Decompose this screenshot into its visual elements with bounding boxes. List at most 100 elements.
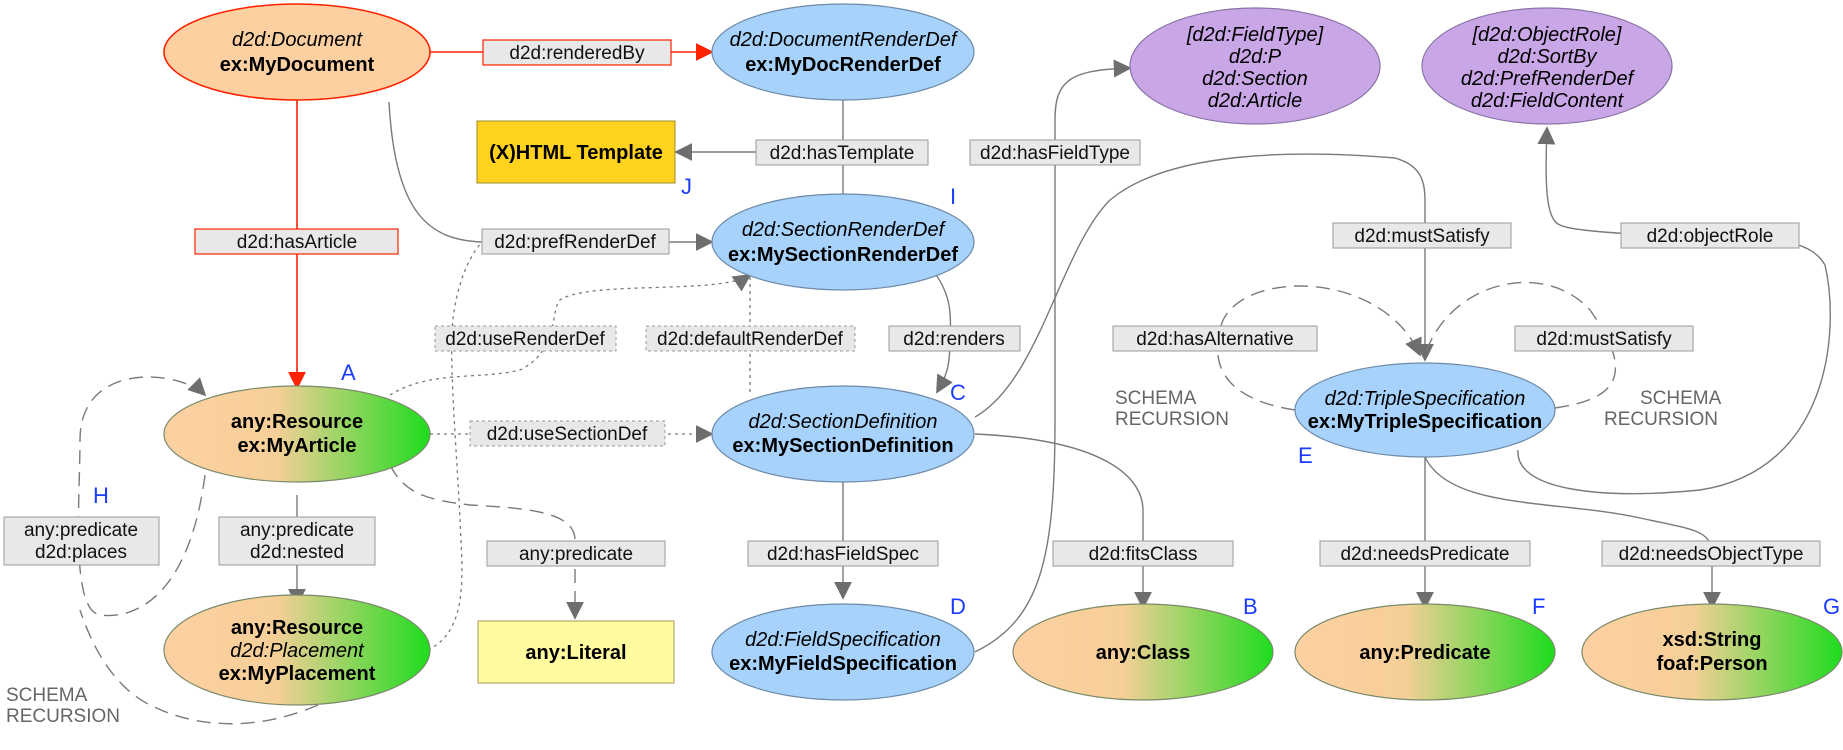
node-mydocument-name: ex:MyDocument: [220, 54, 375, 76]
label-fitsclass-text: d2d:fitsClass: [1089, 544, 1198, 565]
node-mydocrenderdef[interactable]: d2d:DocumentRenderDef ex:MyDocRenderDef: [711, 3, 975, 101]
label-hasalternative[interactable]: d2d:hasAlternative: [1112, 325, 1318, 352]
node-mysectionrenderdef-type: d2d:SectionRenderDef: [742, 219, 947, 241]
label-usesectiondef-text: d2d:useSectionDef: [487, 424, 648, 445]
schema-recursion-left-line1: SCHEMA: [1115, 388, 1197, 409]
label-nested-line2: d2d:nested: [250, 542, 344, 563]
label-hasarticle-text: d2d:hasArticle: [237, 232, 357, 253]
node-literal[interactable]: any:Literal: [477, 620, 675, 684]
node-anyclass[interactable]: any:Class: [1012, 603, 1274, 701]
edge-userenderdef-line: [389, 274, 752, 396]
label-nested[interactable]: any:predicate d2d:nested: [218, 516, 376, 566]
label-mustsatisfy-right[interactable]: d2d:mustSatisfy: [1514, 325, 1694, 352]
letter-b: B: [1243, 594, 1258, 619]
node-mydocument[interactable]: d2d:Document ex:MyDocument: [163, 3, 431, 101]
label-renders[interactable]: d2d:renders: [888, 325, 1021, 352]
label-objectrole-text: d2d:objectRole: [1647, 226, 1774, 247]
node-myfieldspec[interactable]: d2d:FieldSpecification ex:MyFieldSpecifi…: [711, 603, 975, 701]
edge-mustsatisfy-top-line: [974, 153, 1434, 418]
label-defaultrenderdef[interactable]: d2d:defaultRenderDef: [645, 325, 856, 352]
letter-a: A: [341, 360, 356, 385]
label-hasfieldtype[interactable]: d2d:hasFieldType: [969, 139, 1141, 166]
node-objectrole-line2: d2d:SortBy: [1498, 46, 1598, 68]
label-places-line2: d2d:places: [35, 542, 127, 563]
node-mysectiondefinition-type: d2d:SectionDefinition: [748, 411, 937, 433]
label-prefrenderdef[interactable]: d2d:prefRenderDef: [481, 228, 670, 255]
label-usesectiondef[interactable]: d2d:useSectionDef: [469, 420, 666, 447]
label-mustsatisfy-top-text: d2d:mustSatisfy: [1354, 226, 1490, 247]
label-hasarticle[interactable]: d2d:hasArticle: [194, 228, 399, 255]
node-objectrole-line4: d2d:FieldContent: [1471, 90, 1625, 112]
label-places[interactable]: any:predicate d2d:places: [3, 516, 160, 566]
edge-fitsclass-line: [974, 433, 1152, 610]
label-needspredicate-text: d2d:needsPredicate: [1340, 544, 1509, 565]
node-mytriplespec[interactable]: d2d:TripleSpecification ex:MyTripleSpeci…: [1294, 362, 1556, 458]
node-myplacement-subtype: d2d:Placement: [230, 640, 365, 662]
node-fieldtype[interactable]: [d2d:FieldType] d2d:P d2d:Section d2d:Ar…: [1129, 7, 1381, 125]
schema-recursion-right-line2: RECURSION: [1604, 409, 1718, 430]
node-mytriplespec-type: d2d:TripleSpecification: [1325, 388, 1526, 410]
edge-mustsatisfy-right-line: [1424, 281, 1617, 409]
schema-recursion-left-line2: RECURSION: [1115, 409, 1229, 430]
node-template[interactable]: (X)HTML Template: [476, 120, 676, 184]
label-hastemplate-text: d2d:hasTemplate: [770, 143, 915, 164]
node-template-label: (X)HTML Template: [489, 142, 663, 164]
node-objecttype-line2: foaf:Person: [1656, 653, 1767, 675]
node-mydocrenderdef-type: d2d:DocumentRenderDef: [730, 29, 959, 51]
edge-needsobjecttype-line: [1424, 456, 1721, 610]
node-objecttype[interactable]: xsd:String foaf:Person: [1581, 603, 1843, 701]
edge-hasalternative-line: [1216, 285, 1422, 411]
node-mytriplespec-name: ex:MyTripleSpecification: [1308, 411, 1543, 433]
label-prefrenderdef-text: d2d:prefRenderDef: [494, 232, 656, 253]
node-fieldtype-line4: d2d:Article: [1208, 90, 1303, 112]
letter-h: H: [93, 483, 109, 508]
label-defaultrenderdef-text: d2d:defaultRenderDef: [657, 329, 844, 350]
label-needspredicate[interactable]: d2d:needsPredicate: [1319, 540, 1531, 567]
edge-objectrole-line: [1517, 126, 1831, 495]
label-literal-predicate[interactable]: any:predicate: [486, 540, 666, 567]
letter-e: E: [1298, 443, 1313, 468]
node-mysectiondefinition[interactable]: d2d:SectionDefinition ex:MySectionDefini…: [711, 385, 975, 483]
label-nested-line1: any:predicate: [240, 520, 354, 541]
letter-j: J: [681, 174, 692, 199]
label-mustsatisfy-top[interactable]: d2d:mustSatisfy: [1332, 222, 1512, 249]
label-renderedby-text: d2d:renderedBy: [509, 43, 645, 64]
schema-recursion-bottom-line2: RECURSION: [6, 706, 120, 727]
label-mustsatisfy-right-text: d2d:mustSatisfy: [1536, 329, 1672, 350]
label-renders-text: d2d:renders: [903, 329, 1004, 350]
edge-literal-line: [389, 464, 584, 620]
node-objecttype-line1: xsd:String: [1663, 629, 1762, 651]
label-places-line1: any:predicate: [24, 520, 138, 541]
letter-i: I: [950, 184, 956, 209]
label-needsobjecttype-text: d2d:needsObjectType: [1619, 544, 1804, 565]
letter-c: C: [950, 380, 966, 405]
label-userenderdef-text: d2d:useRenderDef: [445, 329, 605, 350]
label-hasfieldtype-text: d2d:hasFieldType: [980, 143, 1130, 164]
node-objectrole[interactable]: [d2d:ObjectRole] d2d:SortBy d2d:PrefRend…: [1421, 7, 1673, 125]
label-needsobjecttype[interactable]: d2d:needsObjectType: [1601, 540, 1821, 567]
node-fieldtype-line2: d2d:P: [1229, 46, 1282, 68]
label-renderedby[interactable]: d2d:renderedBy: [482, 39, 672, 66]
node-mysectionrenderdef[interactable]: d2d:SectionRenderDef ex:MySectionRenderD…: [711, 193, 975, 291]
node-myarticle-type: any:Resource: [231, 411, 363, 433]
node-objectrole-line1: [d2d:ObjectRole]: [1472, 24, 1622, 46]
label-hastemplate[interactable]: d2d:hasTemplate: [755, 139, 929, 166]
letter-d: D: [950, 594, 966, 619]
edge-prefrenderdef-line: [388, 101, 714, 251]
node-literal-label: any:Literal: [525, 642, 626, 664]
edge-schema-recursion-bottom: [79, 609, 319, 725]
node-myplacement[interactable]: any:Resource d2d:Placement ex:MyPlacemen…: [163, 594, 431, 706]
label-fitsclass[interactable]: d2d:fitsClass: [1052, 540, 1234, 567]
node-anypredicate[interactable]: any:Predicate: [1294, 603, 1556, 701]
node-fieldtype-line3: d2d:Section: [1202, 68, 1308, 90]
node-myarticle[interactable]: any:Resource ex:MyArticle: [163, 385, 431, 483]
label-objectrole[interactable]: d2d:objectRole: [1620, 222, 1800, 249]
label-userenderdef[interactable]: d2d:useRenderDef: [434, 325, 617, 352]
label-hasfieldspec[interactable]: d2d:hasFieldSpec: [747, 540, 939, 567]
letter-f: F: [1532, 594, 1545, 619]
label-hasfieldspec-text: d2d:hasFieldSpec: [767, 544, 919, 565]
label-hasalternative-text: d2d:hasAlternative: [1136, 329, 1293, 350]
node-myplacement-type: any:Resource: [231, 617, 363, 639]
node-myfieldspec-type: d2d:FieldSpecification: [745, 629, 941, 651]
